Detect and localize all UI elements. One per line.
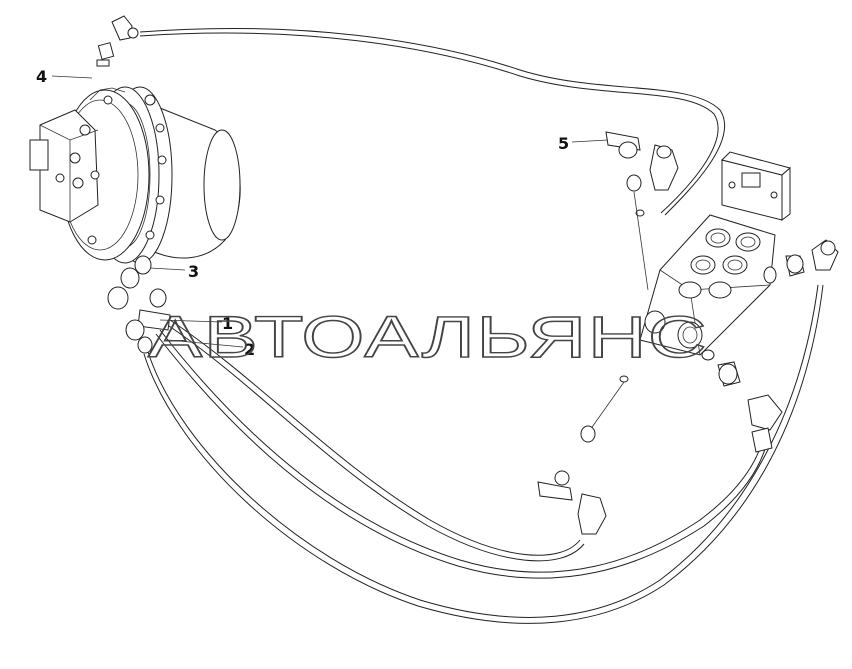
hose-lower-inner — [165, 319, 585, 562]
valve-block — [639, 151, 792, 356]
callout-1: 1 — [222, 314, 233, 333]
watermark: АВТОАЛЬЯНС — [148, 305, 708, 370]
fitting-tee-lower — [537, 375, 629, 535]
hose-top-loop — [139, 27, 726, 216]
fitting-right-upper — [763, 239, 839, 284]
callout-4: 4 — [36, 67, 47, 86]
fitting-tee-5 — [605, 131, 679, 291]
leader-lines — [51, 75, 609, 348]
fitting-top-elbow — [96, 15, 139, 67]
travel-motor — [29, 86, 241, 264]
callout-2: 2 — [244, 340, 255, 359]
hose-lower-outer — [143, 284, 824, 624]
callout-5: 5 — [558, 134, 569, 153]
fitting-right-lower — [701, 349, 783, 453]
callout-3: 3 — [188, 262, 199, 281]
hose-lower-middle — [155, 329, 770, 579]
fitting-cluster-motor — [107, 255, 171, 354]
